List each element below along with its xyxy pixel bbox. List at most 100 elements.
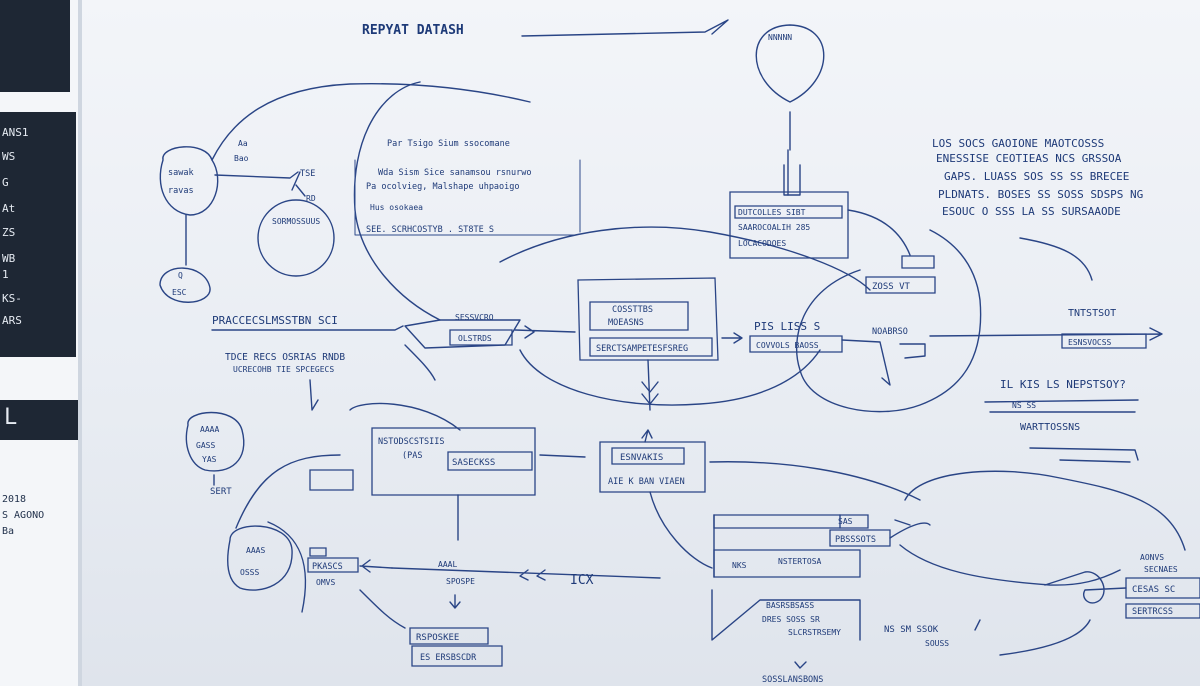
left-cloud-arrow [214,171,299,179]
right-loop [795,229,982,413]
left-heading-sub: UCRECOHB TIE SPCEGECS [233,365,334,374]
left-panel-line: ZS [2,226,16,239]
bottom-left-node [227,525,293,591]
right-lower-big-curve [904,470,1186,551]
center-box-outer [577,277,719,361]
far-right-label: SECNAES [1144,565,1178,574]
mid-right-arrow-in [721,332,743,344]
center-lower-right-box [599,441,706,493]
top-right-box-label: SAAROCOALIH 285 [738,223,810,232]
center-box-inner [589,301,689,331]
mid-right-box [749,335,843,353]
right-lower-label: NSTERTOSA [778,557,822,566]
far-right-connector [1044,571,1127,604]
bottom-stack-label: ES ERSBSCDR [420,653,477,663]
mid-right-title: PIS LISS S [754,320,820,333]
bottom-caption-arrow [794,661,807,669]
right-lower-label: PBSSSOTS [835,535,876,545]
small-cloud-node [159,267,211,303]
circle-node-arrow [291,171,306,197]
bottom-caption: SOSSLANSBONS [762,675,823,685]
right-question-sub: NS SS [1012,401,1036,410]
bottom-left-box-arrow [359,559,393,573]
top-bubble-connector [787,111,791,196]
mid-right-tail [899,343,926,359]
small-cloud-label: Q [178,271,183,280]
bottom-x-label: ICX [570,573,594,588]
right-note-line: ENESSISE CEOTIEAS NCS GRSSOA [936,152,1122,165]
top-loop-curve [211,83,531,161]
left-panel-line: ARS [2,314,22,327]
right-end-label: TNTSTSOT [1068,308,1116,319]
center-lower-right-label: AIE K BAN VIAEN [608,477,685,487]
left-heading: PRACCECSLMSSTBN SCI [212,314,338,327]
top-note-bracket [354,159,581,236]
bottom-right-tick [974,619,981,631]
lower-left-bubble-label: GASS [196,441,215,450]
mid-right-connector [841,339,891,386]
bottom-right-curve [999,619,1091,656]
top-bubble-label: NNNNN [768,33,792,42]
left-cloud-side-label: Bao [234,154,249,163]
lower-left-sub: SERT [210,487,232,497]
left-cloud-label: sawak [168,168,194,178]
top-note-line: Pa ocolvieg, Malshape uhpaoigo [366,182,520,192]
left-panel-line: G [2,176,9,189]
left-panel-footer-line: 2018 [2,494,27,505]
center-lower-right-curve [709,461,921,501]
far-right-label: AONVS [1140,553,1164,562]
center-bottom-loop [519,349,821,406]
bottom-center-line: BASRSBSASS [766,601,814,610]
right-end-box-label: ESNSVOCSS [1068,338,1112,347]
bottom-center-line: DRES SOSS SR [762,615,820,624]
lower-left-bubble-label: AAAA [200,425,219,434]
left-heading-down-arrow [309,379,319,411]
center-lower-right-inner [611,447,685,465]
bottom-left-node-label: AAAS [246,546,265,555]
bottom-left-box-label: PKASCS [312,562,343,572]
title-arrow [521,19,729,37]
top-right-box-out [847,209,911,256]
bottom-center-line: SLCRSTRSEMY [788,628,841,637]
center-box-label: MOEASNS [608,318,644,328]
top-right-box-row [734,205,843,219]
top-right-box-label: LOCACODOES [738,239,786,248]
center-mid-label: OLSTRDS [458,334,492,343]
center-mid-label: SESSVCRO [455,313,494,322]
far-right-box [1125,603,1200,619]
far-right-label: SERTRCSS [1132,607,1173,617]
left-heading-arrow [211,325,404,331]
bottom-stack-box [411,645,503,667]
right-note-line: ESOUC O SSS LA SS SURSAAODE [942,205,1121,218]
left-cloud-node [159,146,219,216]
right-lower-label: SAS [838,517,853,526]
left-heading-sub: TDCE RECS OSRIAS RNDB [225,352,345,363]
left-panel-line: WS [2,150,16,163]
left-cloud-label: ravas [168,186,194,196]
center-mid-inner-box [449,329,513,346]
right-note-line: LOS SOCS GAOIONE MAOTCOSSS [932,137,1104,150]
lower-left-bubble-label: YAS [202,455,217,464]
circle-node [257,199,335,277]
top-note-line: SEE. SCRHCOSTYB . ST8TE S [366,225,494,235]
right-note-line: GAPS. LUASS SOS SS SS BRECEE [944,170,1129,183]
circle-node-label: RD [306,194,316,203]
right-lower-label: NKS [732,561,747,570]
bottom-left-box-curve [359,589,406,629]
top-note-line: Wda Sism Sice sanamsou rsnurwo [378,168,532,178]
top-note-line: Par Tsigo Sium ssocomane [387,139,510,149]
bottom-left-box-tab [309,547,327,557]
left-panel-footer-line: Ba [2,526,15,537]
bottom-long-arrow [391,567,661,581]
center-lower-right-label: ESNVAKIS [620,453,663,463]
far-right-box [1125,577,1200,599]
circle-node-label: SORMOSSUUS [272,217,320,226]
bottom-right-line: SOUSS [925,639,949,648]
top-right-tag-label: ZOSS VT [872,282,911,292]
lower-left-curve [235,454,341,529]
left-panel-line: ANS1 [2,126,29,139]
right-question-rule [984,399,1139,403]
whiteboard-frame-edge [78,0,82,686]
top-note-loop [353,81,441,321]
